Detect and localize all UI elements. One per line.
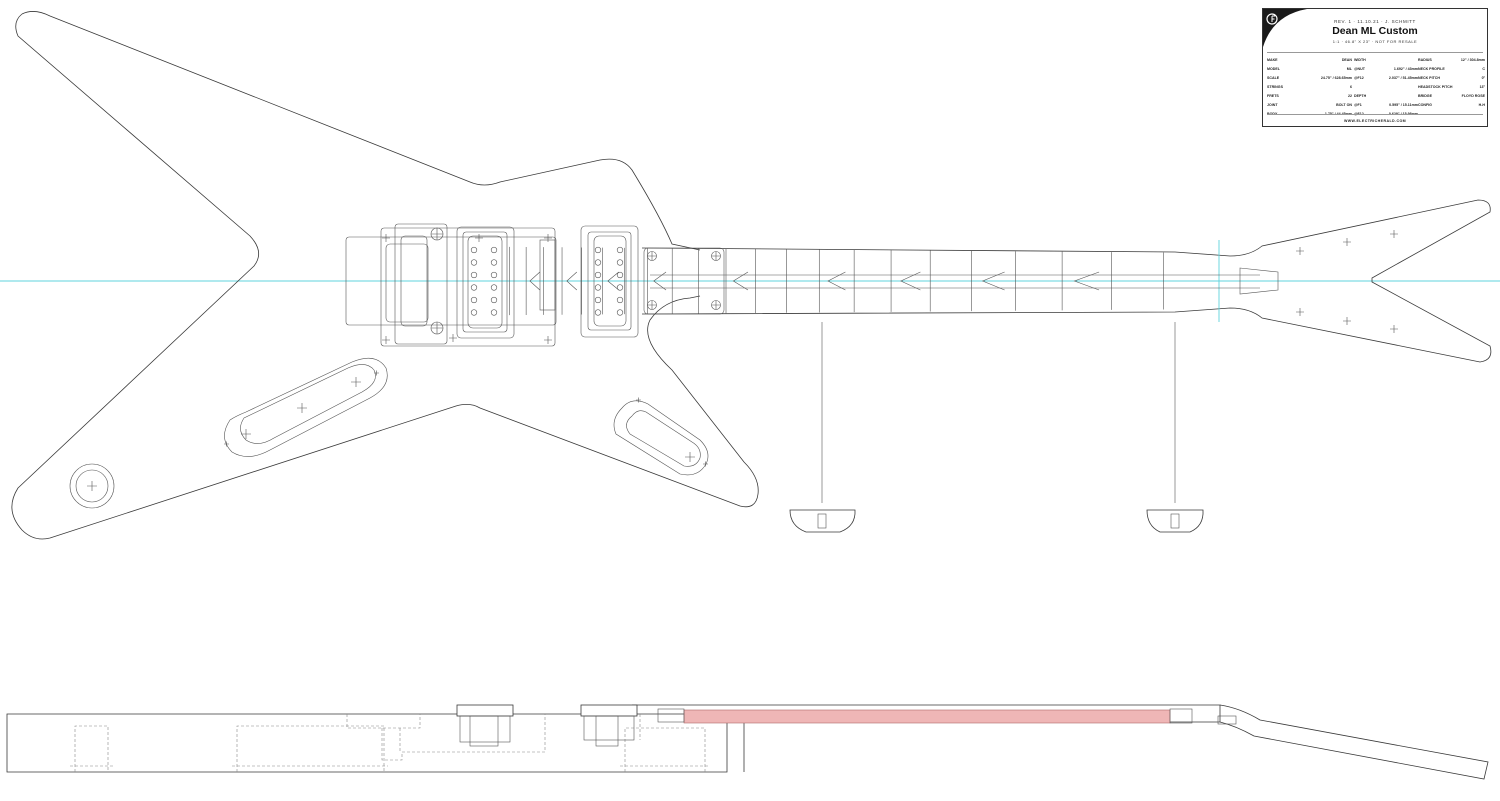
brand-logo-icon <box>1263 9 1307 47</box>
neck-plate <box>643 247 725 315</box>
pole-piece <box>616 246 624 254</box>
pole-piece <box>594 296 602 304</box>
pole-piece <box>616 284 624 291</box>
neck-pickup <box>580 225 639 338</box>
pole-piece <box>594 309 602 316</box>
spec-key: @NUT <box>1354 67 1365 71</box>
pole-piece <box>594 246 602 254</box>
pole-piece <box>490 259 498 266</box>
neck-outline <box>641 199 1492 363</box>
spec-key: HEADSTOCK PITCH <box>1418 85 1453 89</box>
title-block-footer-divider <box>1267 114 1483 115</box>
pole-piece <box>470 284 478 291</box>
spec-value: 1.692" / 43mm <box>1393 67 1418 71</box>
pole-piece <box>616 271 624 279</box>
pole-piece <box>616 296 624 304</box>
spec-value: H-H <box>1478 103 1485 107</box>
spec-key: @F1 <box>1354 103 1362 107</box>
spec-row: SCALE 24.75" / 628.65mm@F12 2.037" / 51.45… <box>1267 76 1485 85</box>
spec-key: MAKE <box>1267 58 1278 62</box>
pole-piece <box>470 259 478 266</box>
tuner-posts <box>1296 230 1398 333</box>
bridge-screws <box>382 227 552 344</box>
neck-section-cuts <box>789 322 1204 533</box>
drawing-title: Dean ML Custom <box>1332 25 1418 37</box>
pole-piece <box>490 296 498 304</box>
pole-piece <box>490 284 498 291</box>
pickup-pole-pieces <box>470 246 624 316</box>
pole-piece <box>470 271 478 279</box>
pole-piece <box>594 271 602 279</box>
body-outline <box>11 13 759 540</box>
spec-key: WIDTH <box>1354 58 1366 62</box>
headstock-truss-cavity <box>1239 267 1279 295</box>
pole-piece <box>490 309 498 316</box>
switch-cavity-plate <box>613 397 709 476</box>
floyd-rose-bridge <box>345 223 557 347</box>
spec-key: NECK PROFILE <box>1418 67 1445 71</box>
spec-value: DEAN <box>1341 58 1352 62</box>
pole-piece <box>594 284 602 291</box>
spec-value: 6 <box>1350 85 1352 89</box>
pole-piece <box>490 246 498 254</box>
spec-key: STRINGS <box>1267 85 1283 89</box>
pole-piece <box>490 271 498 279</box>
spec-value: 12" / 304.8mm <box>1460 58 1485 62</box>
truss-rod <box>683 709 1171 724</box>
fretboard-frets <box>509 246 1164 316</box>
spec-value: 0° <box>1481 76 1485 80</box>
website-footer: WWW.ELECTRICHERALD.COM <box>1343 119 1407 123</box>
side-view <box>6 704 1489 780</box>
title-block: REV. 1 · 11.10.21 · J. SCHMITT Dean ML C… <box>1262 8 1488 127</box>
pole-piece <box>616 259 624 266</box>
spec-key: JOINT <box>1267 103 1278 107</box>
pole-piece <box>594 259 602 266</box>
body-upper-horn <box>21 11 701 251</box>
spec-key: FRETS <box>1267 94 1279 98</box>
shark-fin-inlay <box>529 271 541 291</box>
title-block-divider <box>1267 52 1483 53</box>
spec-key: CONFIG <box>1418 103 1432 107</box>
spec-key: @F12 <box>1354 76 1364 80</box>
pole-piece <box>470 309 478 316</box>
spec-value: 22 <box>1348 94 1352 98</box>
spec-row: STRINGS 6 HEADSTOCK PITCH 13° <box>1267 85 1485 94</box>
control-cavity-plate <box>224 357 388 457</box>
bridge-pickup <box>456 226 515 339</box>
spec-value: C <box>1482 67 1485 71</box>
spec-value: ML <box>1346 67 1352 71</box>
scale-line: 1:1 · 46.8" X 23" · NOT FOR RESALE <box>1332 39 1418 44</box>
spec-key: RADIUS <box>1418 58 1432 62</box>
shark-fin-inlay <box>607 271 619 291</box>
pole-piece <box>470 296 478 304</box>
spec-key: MODEL <box>1267 67 1280 71</box>
spec-value: 2.037" / 51.45mm <box>1388 76 1418 80</box>
pole-piece <box>616 309 624 316</box>
spec-key: SCALE <box>1267 76 1280 80</box>
spec-key: DEPTH <box>1354 94 1367 98</box>
revision-line: REV. 1 · 11.10.21 · J. SCHMITT <box>1334 19 1416 24</box>
spec-key: NECK PITCH <box>1418 76 1440 80</box>
spec-value: FLOYD ROSE <box>1461 94 1485 98</box>
pole-piece <box>470 246 478 254</box>
spec-value: 0.595" / 15.11mm <box>1389 103 1418 107</box>
neck-plate-screws <box>647 251 721 310</box>
output-jack <box>69 463 115 509</box>
spec-value: 24.75" / 628.65mm <box>1320 76 1352 80</box>
shark-fin-inlay <box>566 271 578 291</box>
spec-key: BRIDGE <box>1418 94 1432 98</box>
spec-value: 13° <box>1479 85 1485 89</box>
spec-value: BOLT ON <box>1336 103 1352 107</box>
